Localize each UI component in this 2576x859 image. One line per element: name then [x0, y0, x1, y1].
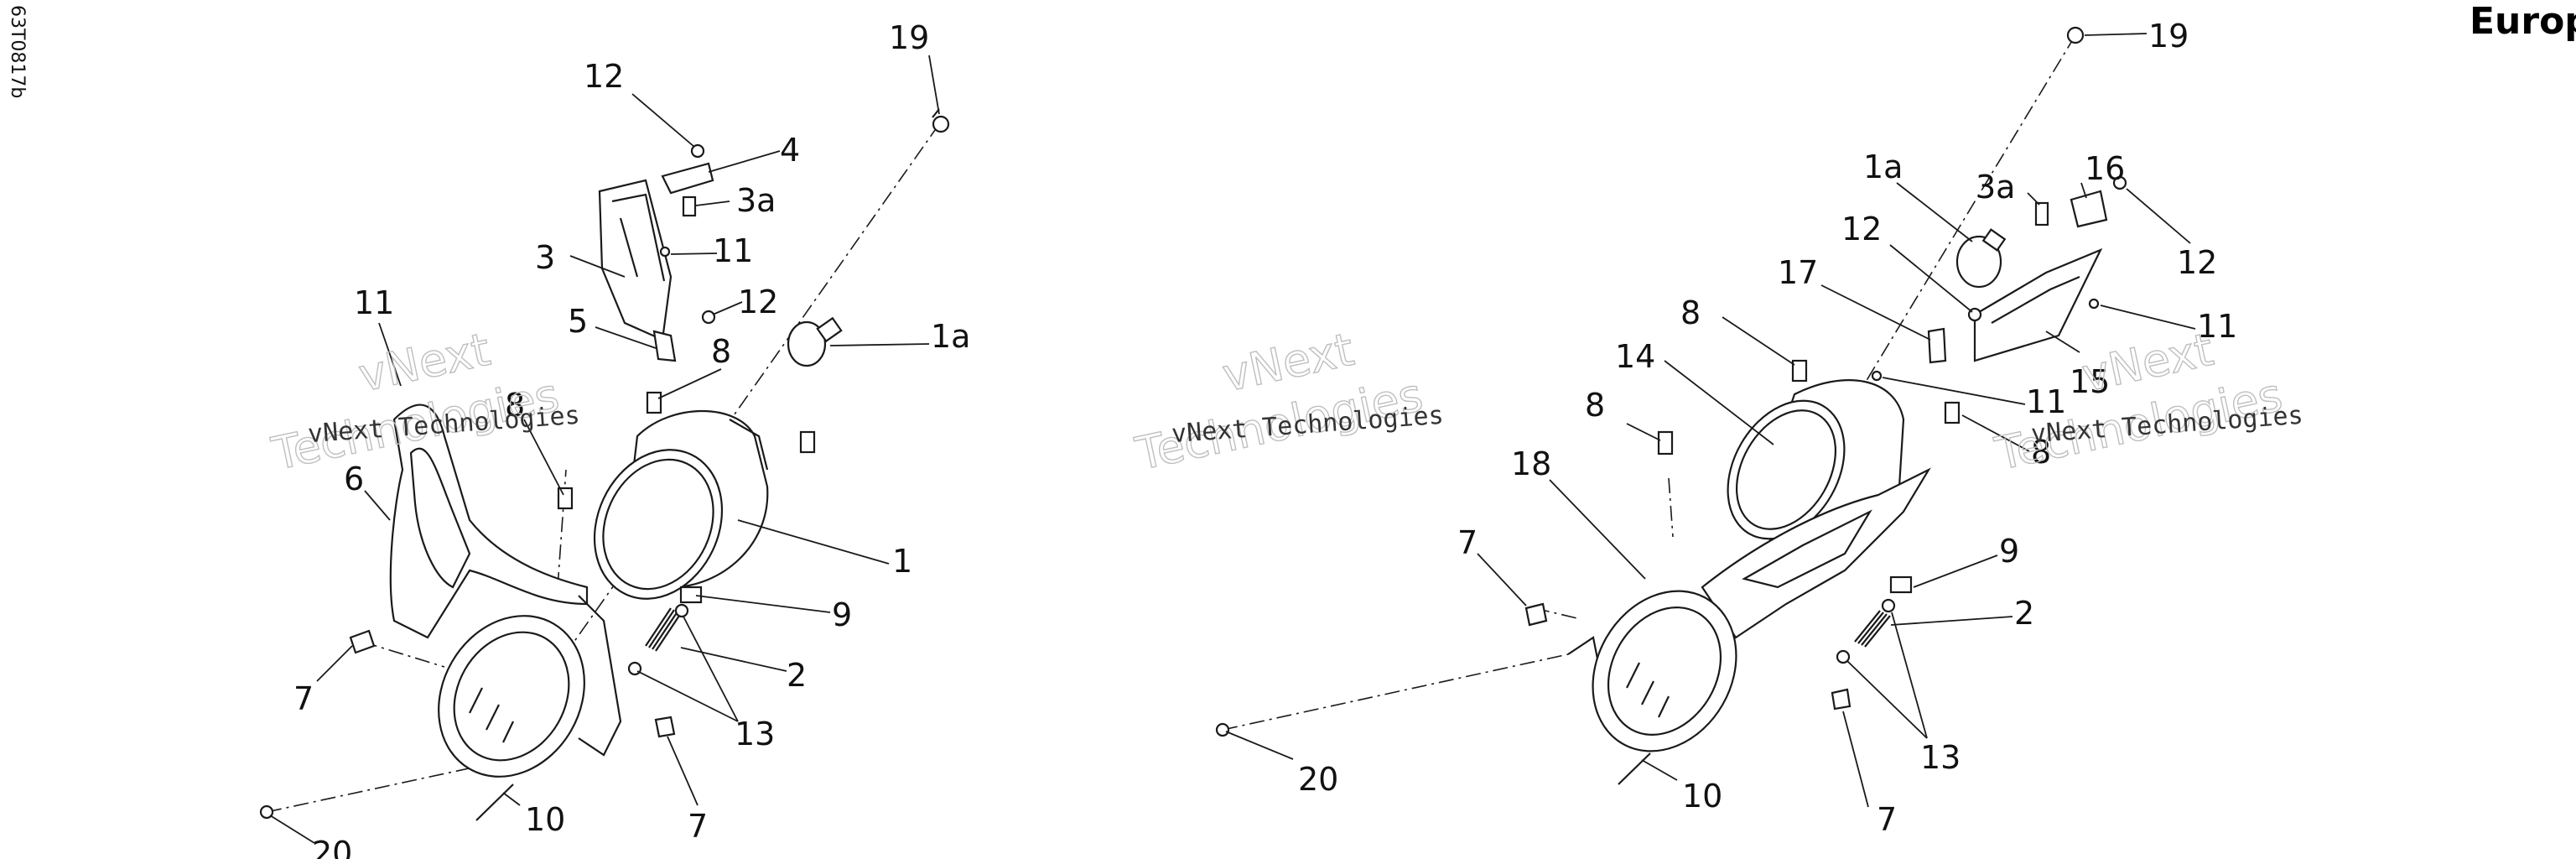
- callout-right-8-upper: 8: [1680, 294, 1701, 331]
- callout-left-8-upper: 8: [711, 333, 731, 370]
- callout-right-16: 16: [2085, 150, 2125, 187]
- clip-8-a: [646, 391, 662, 414]
- screw-7-right-left: [1524, 602, 1548, 627]
- bracket-17: [1927, 327, 1947, 364]
- screw-12-lower: [701, 310, 716, 325]
- headlamp-1: [593, 409, 769, 600]
- nut-11-right-b: [2088, 298, 2100, 310]
- clip-9: [679, 586, 703, 604]
- screw-7-left: [349, 629, 376, 654]
- callout-left-8-lower: 8: [505, 387, 525, 424]
- region-heading: Europ: [2470, 0, 2576, 43]
- bezel-6: [389, 403, 589, 639]
- callout-left-7-left: 7: [293, 680, 314, 717]
- callout-left-1: 1: [892, 543, 912, 580]
- bolt-10-right: [1618, 752, 1651, 785]
- callout-left-9: 9: [832, 596, 852, 633]
- bulb-3a-right: [2034, 201, 2049, 226]
- clip-8-right-a: [1791, 359, 1808, 383]
- callout-right-11-side: 11: [2197, 308, 2237, 345]
- callout-right-20: 20: [1298, 761, 1338, 798]
- callout-left-1a: 1a: [931, 318, 970, 355]
- headlamp-housing-left: [438, 595, 622, 778]
- callout-left-7-bottom: 7: [688, 808, 708, 845]
- washer-13-right-a: [1881, 598, 1896, 613]
- washer-20-right: [1215, 722, 1230, 737]
- screw-19: [932, 108, 950, 133]
- callout-right-2: 2: [2014, 595, 2034, 632]
- callout-right-19: 19: [2148, 18, 2189, 55]
- nut-11-right-a: [1871, 370, 1883, 382]
- washer-20: [259, 804, 274, 820]
- callout-left-4: 4: [780, 132, 800, 169]
- bulb-3a: [682, 195, 697, 217]
- callout-right-9: 9: [1999, 533, 2019, 570]
- callout-right-18: 18: [1511, 445, 1551, 482]
- callout-left-6: 6: [344, 461, 364, 497]
- callout-left-20: 20: [312, 835, 352, 859]
- screw-12-upper: [690, 143, 705, 159]
- turn-signal-3: [598, 179, 673, 341]
- callout-right-12-b: 12: [1841, 211, 1882, 247]
- drawing-reference: 63T0817b: [7, 5, 28, 98]
- bulb-1a-right: [1955, 228, 2007, 289]
- headlamp-housing-18: [1567, 590, 1737, 752]
- callout-left-11-upper: 11: [713, 232, 753, 269]
- callout-left-12-mid: 12: [738, 284, 778, 320]
- watermark-center: vNext Technologies vNext Technologies: [1130, 322, 1445, 481]
- clip-8-b: [799, 430, 816, 454]
- callout-right-10: 10: [1682, 778, 1722, 815]
- bolt-10: [475, 784, 514, 821]
- bracket-5: [652, 330, 677, 362]
- nut-11: [659, 246, 671, 258]
- callout-right-12-a: 12: [2177, 244, 2217, 281]
- callout-right-15: 15: [2070, 363, 2110, 400]
- spring-2: [645, 607, 682, 652]
- callout-right-17: 17: [1778, 254, 1818, 291]
- callout-right-7-bottom: 7: [1877, 801, 1897, 838]
- clip-8-right-c: [1944, 401, 1961, 424]
- clip-8-right-b: [1657, 430, 1674, 456]
- callout-right-11-upper: 11: [2026, 383, 2066, 420]
- clip-9-right: [1889, 575, 1913, 594]
- left-headlight-assembly: 19 12 4 3a 3 11 12 5 1a 11 8 8 6 1 9 2 7…: [259, 19, 970, 859]
- callout-right-14: 14: [1615, 338, 1655, 375]
- callout-right-13: 13: [1920, 739, 1961, 776]
- screw-12-right-a: [2112, 175, 2127, 190]
- bracket-4: [661, 162, 714, 195]
- callout-right-7-left: 7: [1457, 524, 1478, 561]
- callout-left-10: 10: [525, 801, 565, 838]
- callout-left-3: 3: [535, 239, 555, 276]
- callout-right-3a: 3a: [1976, 169, 2015, 206]
- bracket-16: [2070, 190, 2108, 228]
- callout-right-8-mid: 8: [1585, 387, 1605, 424]
- screw-7-right-bottom: [1831, 688, 1852, 711]
- bulb-1a: [787, 316, 843, 367]
- callout-left-13: 13: [735, 716, 775, 752]
- washer-13-right-b: [1836, 649, 1851, 664]
- callout-left-2: 2: [787, 657, 807, 694]
- callout-right-1a: 1a: [1863, 148, 1903, 185]
- right-headlight-assembly: 19 1a 3a 16 12 12 17 8 11 14 15 11 8 8 1…: [1215, 18, 2237, 838]
- clip-8-c: [557, 487, 574, 510]
- callout-right-8-lower: 8: [2031, 434, 2051, 471]
- callout-left-5: 5: [568, 303, 588, 340]
- callout-left-3a: 3a: [736, 182, 776, 219]
- turn-signal-15: [1973, 247, 2103, 362]
- callout-left-19: 19: [889, 19, 929, 56]
- screw-19-right: [2066, 26, 2085, 44]
- bezel-right: [1701, 467, 1931, 639]
- callout-left-12-top: 12: [584, 58, 624, 95]
- washer-13-a: [674, 603, 689, 618]
- spring-2-right: [1854, 610, 1891, 648]
- screw-7-bottom: [654, 716, 676, 738]
- callout-left-11-side: 11: [354, 284, 394, 321]
